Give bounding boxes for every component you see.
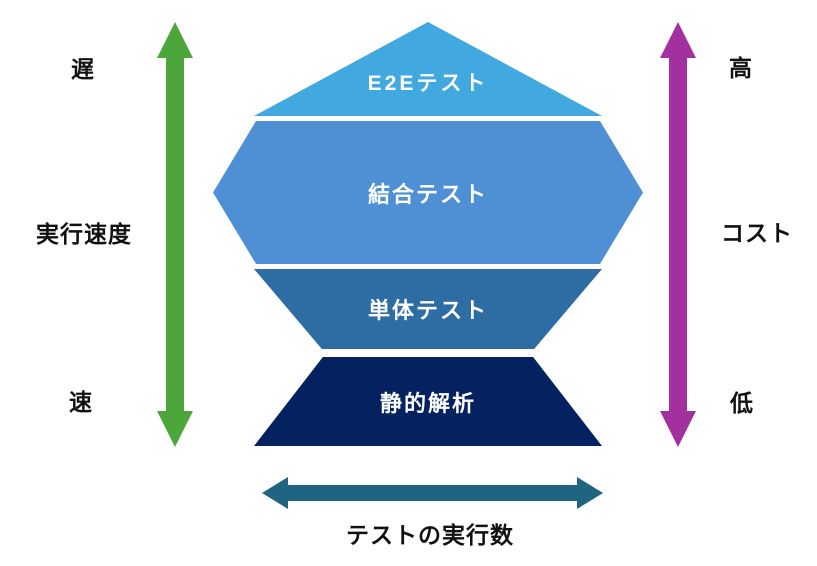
layer-unit-test-label: 単体テスト <box>367 298 488 323</box>
layer-static-analysis-label: 静的解析 <box>379 390 476 416</box>
execution-speed-arrow-icon <box>157 22 193 447</box>
speed-fast-label: 速 <box>69 389 93 415</box>
execution-speed-arrow-shape <box>157 22 193 447</box>
layer-e2e-test-label: E2Eテスト <box>367 72 489 95</box>
cost-high-label: 高 <box>729 55 753 81</box>
speed-slow-label: 遅 <box>71 56 95 82</box>
test-count-arrow-shape <box>262 477 603 509</box>
cost-arrow-icon <box>660 22 696 447</box>
layer-e2e-test: E2Eテスト <box>254 22 602 116</box>
layer-integration-test-label: 結合テスト <box>367 181 488 207</box>
execution-speed-label: 実行速度 <box>36 221 132 247</box>
cost-low-label: 低 <box>730 390 754 416</box>
test-count-label: テストの実行数 <box>346 522 514 548</box>
test-count-arrow-icon <box>262 477 603 509</box>
cost-arrow-shape <box>660 22 696 447</box>
layer-integration-test: 結合テスト <box>213 121 643 264</box>
layer-unit-test: 単体テスト <box>254 269 602 349</box>
layer-static-analysis: 静的解析 <box>254 357 602 446</box>
cost-label: コスト <box>721 220 793 246</box>
